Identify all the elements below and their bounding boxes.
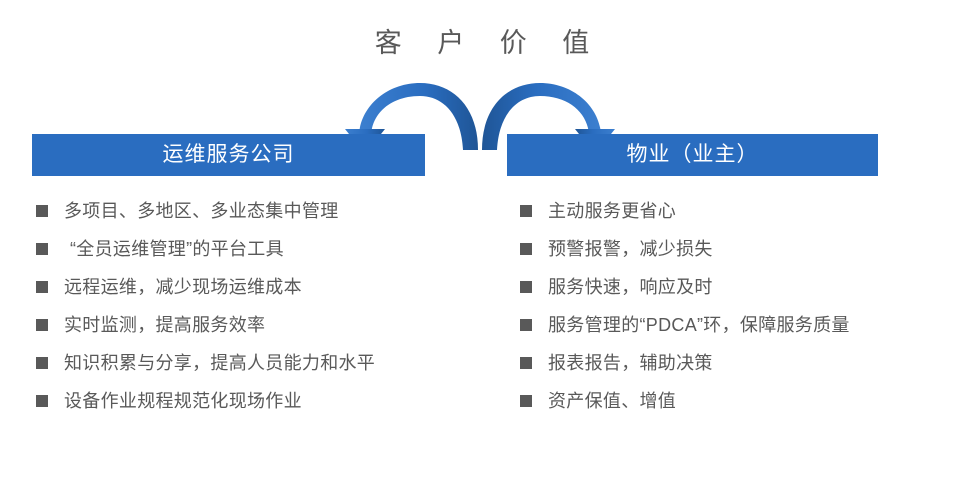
square-bullet-icon [520,395,532,407]
list-item: 远程运维，减少现场运维成本 [36,272,486,310]
list-item-label: 知识积累与分享，提高人员能力和水平 [64,353,376,373]
square-bullet-icon [36,319,48,331]
list-item-label: 服务快速，响应及时 [548,277,713,297]
square-bullet-icon [36,395,48,407]
list-item-label: 资产保值、增值 [548,391,677,411]
list-item-label: 主动服务更省心 [548,201,677,221]
list-item: 多项目、多地区、多业态集中管理 [36,196,486,234]
square-bullet-icon [36,205,48,217]
page-title: 客 户 价 值 [374,28,604,58]
square-bullet-icon [520,357,532,369]
list-item-label: 实时监测，提高服务效率 [64,315,266,335]
list-item: 知识积累与分享，提高人员能力和水平 [36,348,486,386]
list-item: “全员运维管理”的平台工具 [36,234,486,272]
list-item: 预警报警，减少损失 [520,234,960,272]
list-item-label: “全员运维管理”的平台工具 [70,239,284,259]
list-item: 服务快速，响应及时 [520,272,960,310]
list-item-label: 远程运维，减少现场运维成本 [64,277,302,297]
list-item-label: 服务管理的“PDCA”环，保障服务质量 [548,315,850,335]
list-item-label: 报表报告，辅助决策 [548,353,713,373]
list-item-label: 预警报警，减少损失 [548,239,713,259]
list-item: 报表报告，辅助决策 [520,348,960,386]
bullet-list-left: 多项目、多地区、多业态集中管理 “全员运维管理”的平台工具 远程运维，减少现场运… [36,196,486,424]
square-bullet-icon [520,281,532,293]
list-item: 设备作业规程规范化现场作业 [36,386,486,424]
bullet-list-right: 主动服务更省心 预警报警，减少损失 服务快速，响应及时 服务管理的“PDCA”环… [520,196,960,424]
square-bullet-icon [520,319,532,331]
header-bar-right: 物业（业主） [507,134,878,176]
square-bullet-icon [520,205,532,217]
list-item: 主动服务更省心 [520,196,960,234]
list-item: 实时监测，提高服务效率 [36,310,486,348]
header-bar-left: 运维服务公司 [32,134,425,176]
square-bullet-icon [520,243,532,255]
list-item-label: 设备作业规程规范化现场作业 [64,391,302,411]
square-bullet-icon [36,281,48,293]
square-bullet-icon [36,243,48,255]
list-item: 服务管理的“PDCA”环，保障服务质量 [520,310,960,348]
list-item: 资产保值、增值 [520,386,960,424]
list-item-label: 多项目、多地区、多业态集中管理 [64,201,339,221]
square-bullet-icon [36,357,48,369]
